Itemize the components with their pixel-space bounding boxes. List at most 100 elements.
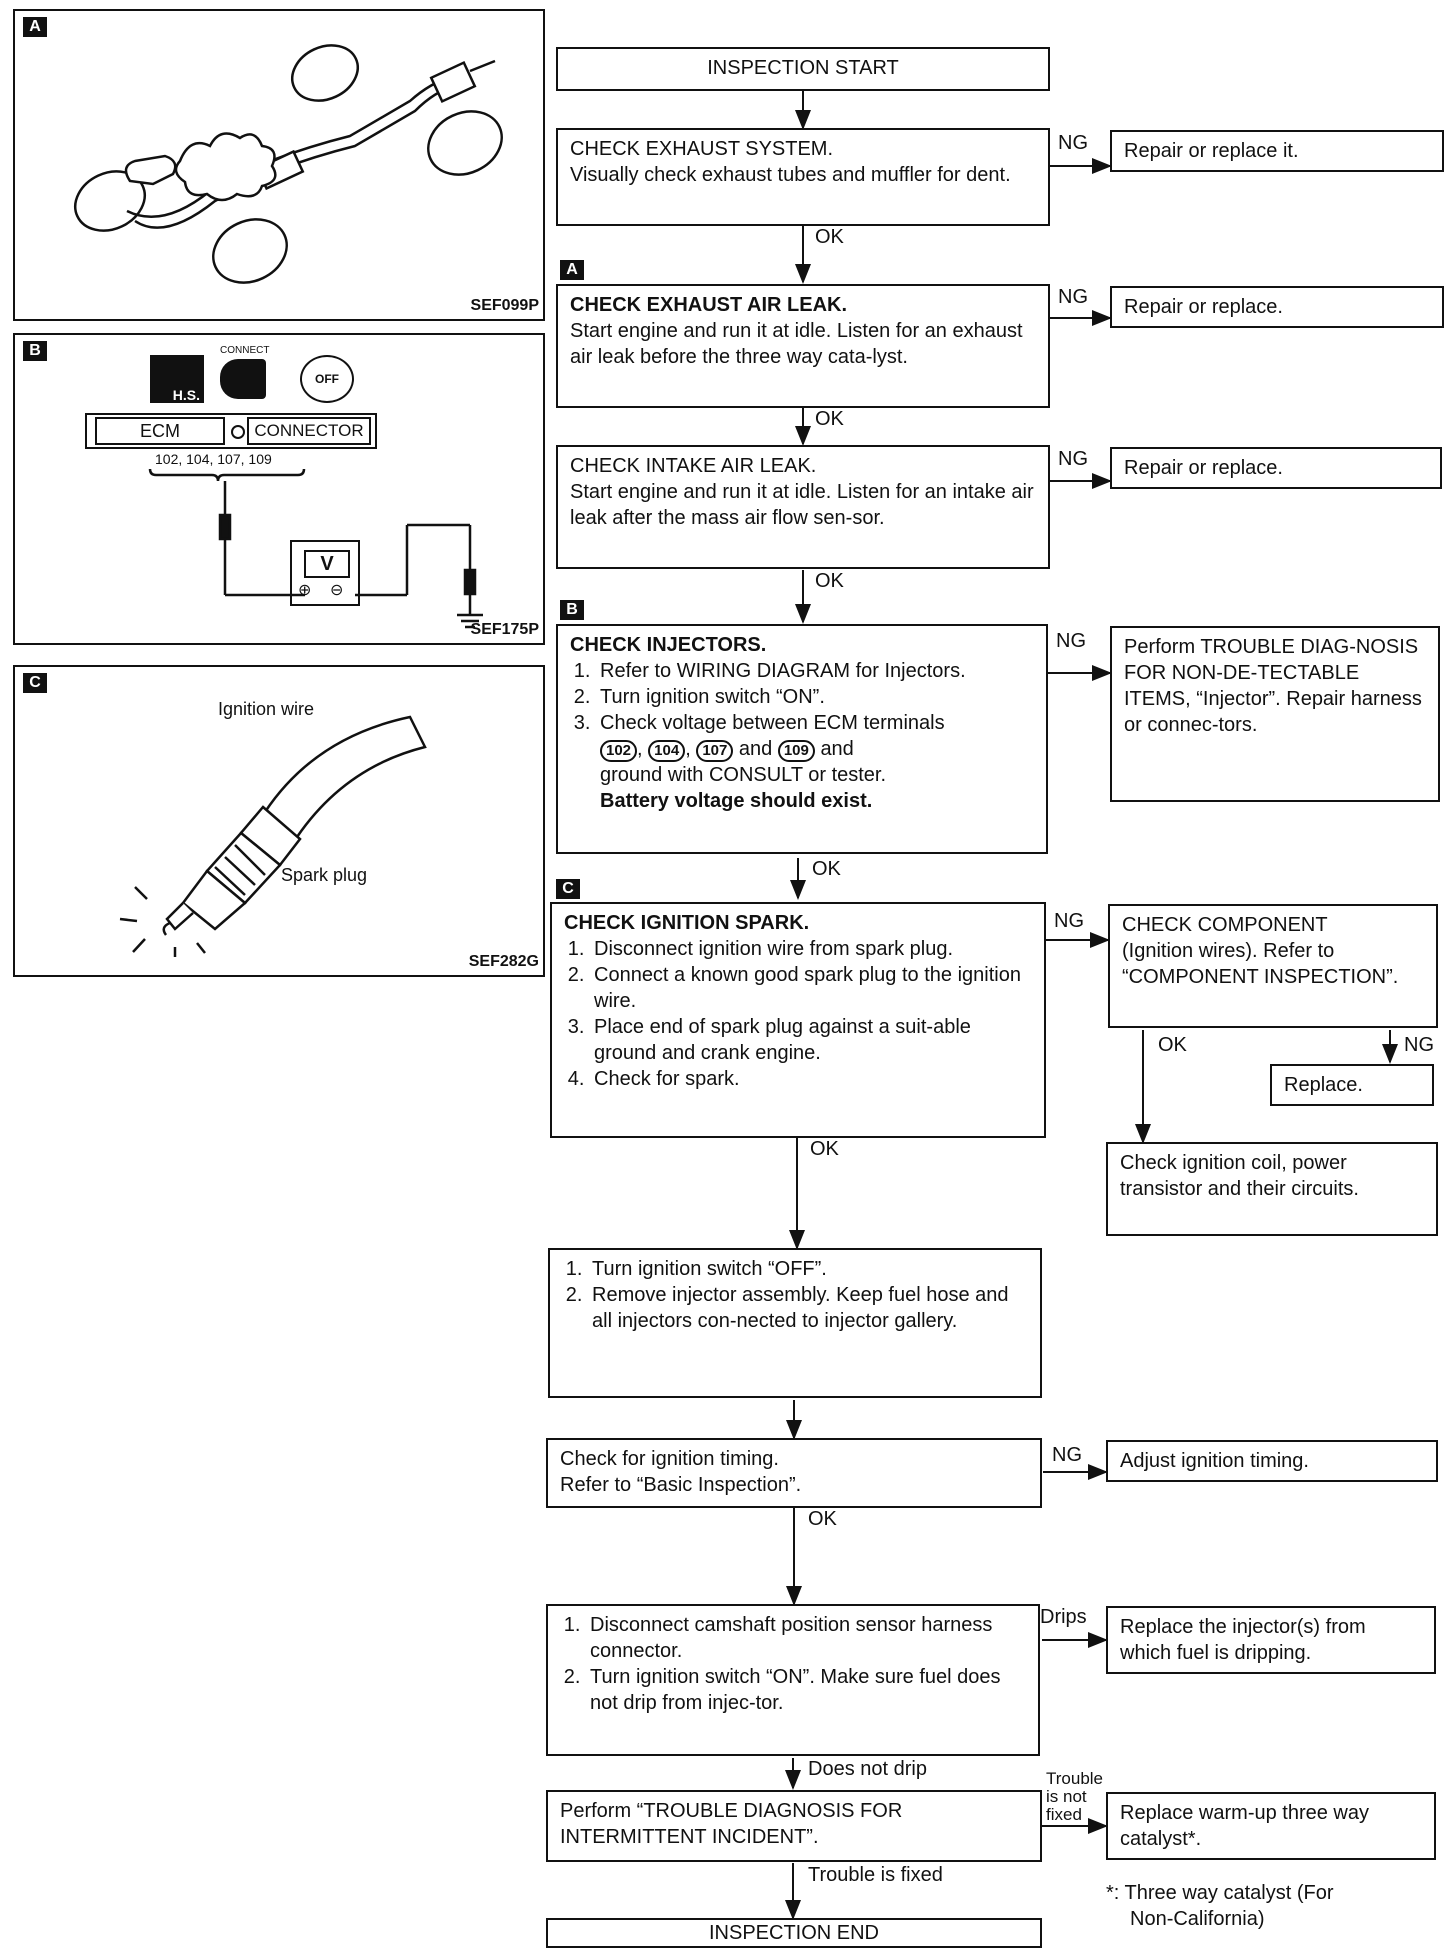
check-ignition-timing-box: Check for ignition timing. Refer to “Bas…: [546, 1438, 1042, 1508]
ok-label-5: OK: [810, 1138, 839, 1160]
replace-injector-text: Replace the injector(s) from which fuel …: [1120, 1616, 1366, 1664]
panel-ref-c: SEF282G: [468, 953, 539, 970]
ok-label-2: OK: [815, 408, 844, 430]
trouble-diagnosis-intermittent-text: Perform “TROUBLE DIAGNOSIS FOR INTERMITT…: [560, 1800, 903, 1848]
connector-plug-icon: [220, 359, 266, 399]
inspection-end-box: INSPECTION END: [546, 1918, 1042, 1948]
check-exhaust-title: CHECK EXHAUST SYSTEM.: [570, 138, 834, 160]
replace-text: Replace.: [1284, 1074, 1363, 1096]
remove-step-1: Turn ignition switch “OFF”.: [588, 1256, 1028, 1282]
and-word: and: [738, 738, 773, 760]
repair-replace-text-2: Repair or replace.: [1124, 457, 1283, 479]
repair-replace-box-2: Repair or replace.: [1110, 447, 1442, 489]
exhaust-system-illustration: [74, 44, 503, 284]
footnote-line-2: Non-California): [1130, 1908, 1265, 1930]
ok-label-component: OK: [1158, 1034, 1187, 1056]
remove-injector-box: Turn ignition switch “OFF”. Remove injec…: [548, 1248, 1042, 1398]
ng-label-5: NG: [1054, 910, 1084, 932]
ignition-off-icon: OFF: [300, 355, 354, 403]
check-injectors-box: CHECK INJECTORS. Refer to WIRING DIAGRAM…: [556, 624, 1048, 854]
injectors-result: Battery voltage should exist.: [600, 790, 873, 812]
disconnect-camshaft-box: Disconnect camshaft position sensor harn…: [546, 1604, 1040, 1756]
air-leak-body: Start engine and run it at idle. Listen …: [570, 320, 1023, 368]
voltmeter-wiring: [148, 468, 483, 629]
step-tag-b: B: [560, 600, 584, 620]
ecm-label: ECM: [95, 417, 225, 445]
remove-step-2: Remove injector assembly. Keep fuel hose…: [588, 1282, 1028, 1334]
timing-line-1: Check for ignition timing.: [560, 1448, 779, 1470]
air-leak-title: CHECK EXHAUST AIR LEAK.: [570, 294, 848, 316]
injectors-step-1: Refer to WIRING DIAGRAM for Injectors.: [596, 658, 1034, 684]
panel-ref-b: SEF175P: [470, 621, 539, 638]
spark-plug-label: Spark plug: [281, 865, 368, 885]
not-fixed-label-3: fixed: [1046, 1805, 1082, 1824]
injectors-step-3: Check voltage between ECM terminals 102,…: [596, 710, 1034, 814]
does-not-drip-label: Does not drip: [808, 1758, 927, 1780]
ng-label-3: NG: [1058, 448, 1088, 470]
check-ignition-spark-box: CHECK IGNITION SPARK. Disconnect ignitio…: [550, 902, 1046, 1138]
panel-tag-a: A: [23, 17, 47, 37]
trouble-diagnosis-non-detectable-box: Perform TROUBLE DIAG-NOSIS FOR NON-DE-TE…: [1110, 626, 1440, 802]
connector-label: CONNECTOR: [247, 417, 371, 445]
connector-pin-icon: [231, 425, 245, 439]
replace-box: Replace.: [1270, 1064, 1434, 1106]
panel-tag-c: C: [23, 673, 47, 693]
check-exhaust-system-box: CHECK EXHAUST SYSTEM. Visually check exh…: [556, 128, 1050, 226]
check-component-box: CHECK COMPONENT (Ignition wires). Refer …: [1108, 904, 1438, 1028]
terminal-104: 104: [648, 740, 686, 762]
check-ignition-coil-text: Check ignition coil, power transistor an…: [1120, 1152, 1359, 1200]
not-fixed-label-1: Trouble: [1046, 1769, 1104, 1788]
spark-step-4: Check for spark.: [590, 1066, 1032, 1092]
illustration-ecm-voltage-panel: B H.S. CONNECT OFF ECM CONNECTOR 102, 10…: [13, 333, 545, 645]
ok-label-1: OK: [815, 226, 844, 248]
voltmeter-display: V: [304, 550, 350, 578]
terminal-102: 102: [600, 740, 638, 762]
voltmeter: V ⊕ ⊖: [290, 540, 360, 606]
terminal-109: 109: [777, 740, 815, 762]
intake-title: CHECK INTAKE AIR LEAK.: [570, 455, 817, 477]
panel-ref-a: SEF099P: [470, 297, 539, 314]
panel-tag-b: B: [23, 341, 47, 361]
spark-title: CHECK IGNITION SPARK.: [564, 912, 810, 934]
component-title: CHECK COMPONENT: [1122, 914, 1328, 936]
trouble-fixed-label: Trouble is fixed: [808, 1864, 943, 1886]
ng-label-1: NG: [1058, 132, 1088, 154]
ecm-connector-block: ECM CONNECTOR: [85, 413, 377, 449]
replace-injector-box: Replace the injector(s) from which fuel …: [1106, 1606, 1436, 1674]
footnote-line-1: *: Three way catalyst (For: [1106, 1882, 1334, 1904]
replace-catalyst-box: Replace warm-up three way catalyst*.: [1106, 1792, 1436, 1860]
minus-terminal: ⊖: [330, 582, 344, 599]
ok-label-6: OK: [808, 1508, 837, 1530]
ecm-terminals-label: 102, 104, 107, 109: [155, 451, 272, 467]
step-tag-a: A: [560, 260, 584, 280]
timing-line-2: Refer to “Basic Inspection”.: [560, 1474, 802, 1496]
repair-replace-it-text: Repair or replace it.: [1124, 140, 1299, 162]
check-exhaust-body: Visually check exhaust tubes and muffler…: [570, 164, 1011, 186]
ng-label-6: NG: [1052, 1444, 1082, 1466]
camshaft-step-1: Disconnect camshaft position sensor harn…: [586, 1612, 1026, 1664]
trouble-diagnosis-non-detectable-text: Perform TROUBLE DIAG-NOSIS FOR NON-DE-TE…: [1124, 636, 1422, 736]
inspection-end-text: INSPECTION END: [708, 1922, 880, 1944]
injectors-step-3-ground: ground with CONSULT or tester.: [600, 764, 887, 786]
ng-label-2: NG: [1058, 286, 1088, 308]
spark-step-3: Place end of spark plug against a suit-a…: [590, 1014, 1032, 1066]
ok-label-3: OK: [815, 570, 844, 592]
inspection-start-box: INSPECTION START: [556, 47, 1050, 91]
ng-label-4: NG: [1056, 630, 1086, 652]
check-intake-air-leak-box: CHECK INTAKE AIR LEAK. Start engine and …: [556, 445, 1050, 569]
and-word-2: and: [820, 738, 854, 760]
not-fixed-label-2: is not: [1046, 1787, 1087, 1806]
repair-replace-box-1: Repair or replace.: [1110, 286, 1444, 328]
ok-label-4: OK: [812, 858, 841, 880]
illustration-spark-panel: C Ignition wire Spark plug SEF282G: [13, 665, 545, 977]
repair-replace-text-1: Repair or replace.: [1124, 296, 1283, 318]
spark-plug-illustration: [119, 715, 427, 957]
ignition-off-label: OFF: [315, 372, 339, 386]
drips-label: Drips: [1040, 1606, 1087, 1628]
camshaft-step-2: Turn ignition switch “ON”. Make sure fue…: [586, 1664, 1026, 1716]
replace-catalyst-text: Replace warm-up three way catalyst*.: [1120, 1802, 1369, 1850]
connect-label: CONNECT: [220, 345, 270, 356]
spark-step-1: Disconnect ignition wire from spark plug…: [590, 936, 1032, 962]
intake-body: Start engine and run it at idle. Listen …: [570, 481, 1034, 529]
